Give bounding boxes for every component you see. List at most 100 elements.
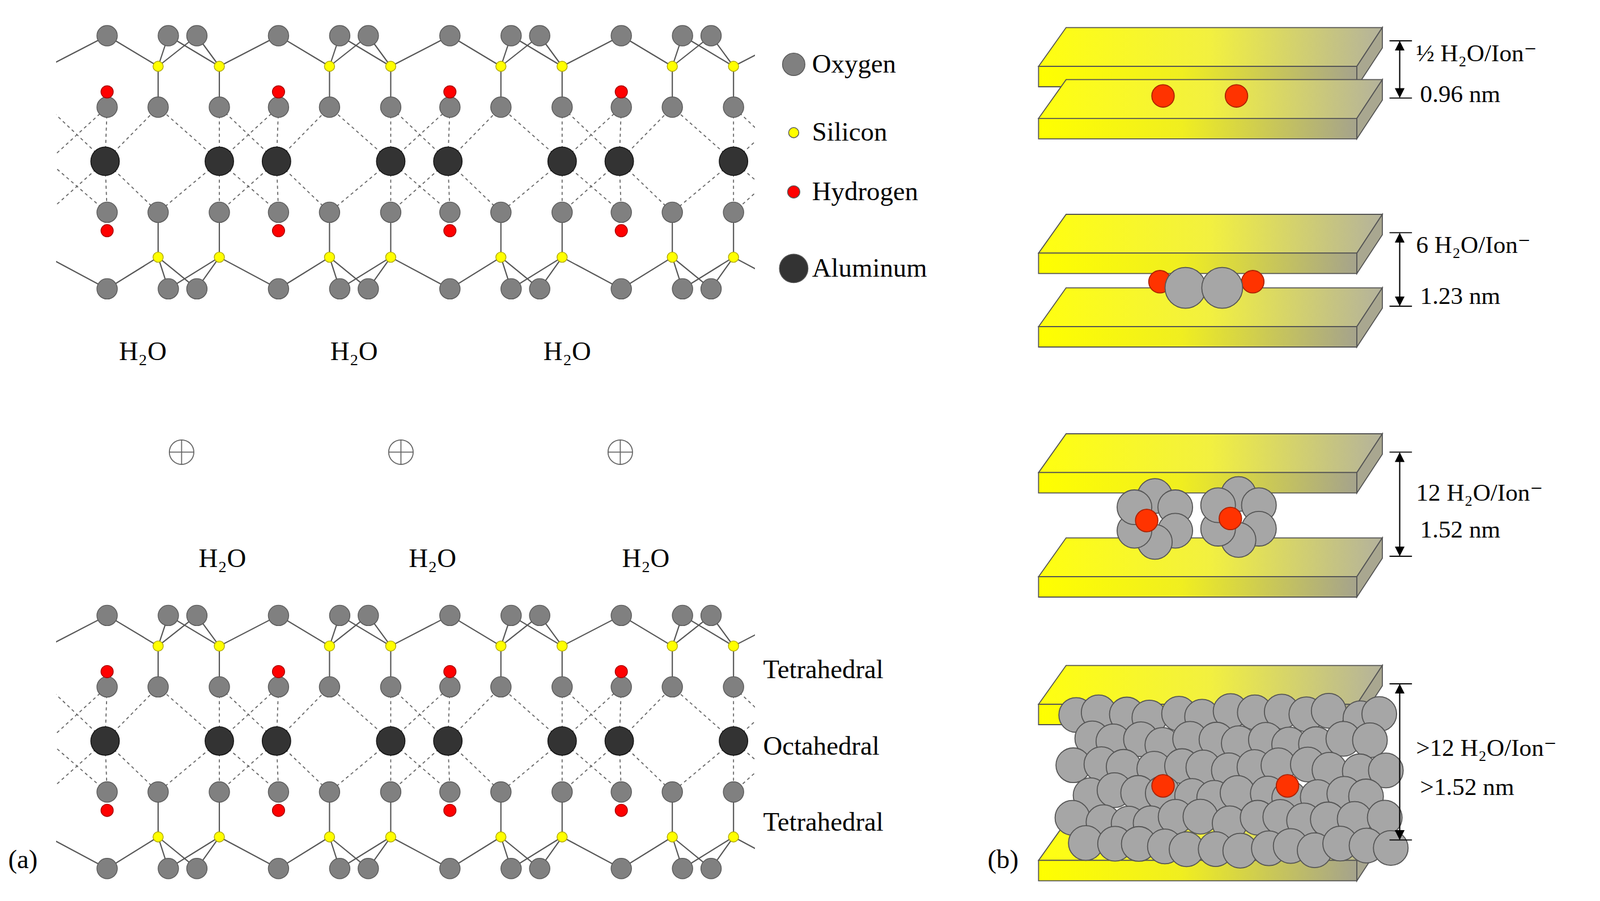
oxygen-atom	[147, 96, 169, 118]
aluminum-atom	[205, 146, 234, 176]
oxygen-atom	[723, 201, 744, 223]
oxygen-atom-t	[329, 858, 350, 879]
clay-plate	[1038, 27, 1383, 87]
water-label: H₂O	[408, 544, 457, 574]
hydrogen-atom	[443, 665, 457, 678]
dimension-arrow	[1389, 683, 1413, 840]
oxygen-atom	[552, 781, 573, 802]
oxygen-atom	[209, 781, 230, 802]
aluminum-atom	[433, 726, 462, 755]
water-label: H₂O	[543, 337, 592, 367]
silicon-atom	[324, 252, 335, 263]
oxygen-atom-t	[358, 278, 379, 299]
oxygen-atom-t	[268, 278, 289, 299]
silicon-atom	[728, 831, 739, 842]
oxygen-atom	[552, 96, 573, 118]
silicon-atom	[385, 252, 396, 263]
oxygen-atom-t	[439, 604, 461, 626]
oxygen-atom	[96, 201, 118, 223]
oxygen-atom-t	[672, 858, 693, 879]
oxygen-atom	[661, 781, 683, 802]
tot-layer	[0, 25, 965, 299]
aluminum-atom	[205, 726, 234, 755]
oxygen-atom	[661, 96, 683, 118]
cation	[1151, 84, 1175, 108]
cation	[1135, 508, 1158, 532]
oxygen-atom	[268, 676, 289, 697]
silicon-atom	[728, 640, 739, 651]
oxygen-atom	[552, 676, 573, 697]
oxygen-atom	[96, 781, 118, 802]
oxygen-atom	[439, 201, 461, 223]
oxygen-atom	[661, 201, 683, 223]
spacing-dimension: 0.96 nm	[1420, 80, 1501, 108]
oxygen-atom-t	[501, 278, 522, 299]
aluminum-atom	[262, 146, 291, 176]
silicon-atom	[153, 640, 164, 651]
oxygen-atom	[490, 676, 512, 697]
cation	[1241, 270, 1265, 294]
legend-swatch-box	[777, 175, 811, 209]
dimension-arrow	[1389, 232, 1413, 307]
oxygen-atom-t	[186, 278, 207, 299]
oxygen-atom-t	[529, 25, 550, 46]
oxygen-atom	[439, 781, 461, 802]
oxygen-atom	[610, 781, 632, 802]
sheet-label: Octahedral	[762, 732, 880, 762]
hydrogen-atom	[614, 665, 628, 678]
oxygen-atom	[209, 201, 230, 223]
legend-swatch-box	[777, 116, 811, 150]
oxygen-atom-t	[186, 604, 207, 626]
hydration-label: 12 H₂O/Ion⁻	[1415, 479, 1543, 507]
oxygen-atom-t	[610, 278, 632, 299]
silicon-atom	[557, 61, 568, 72]
hydration-label: 6 H₂O/Ion⁻	[1415, 231, 1531, 259]
aluminum-atom	[604, 146, 634, 176]
silicon-atom	[495, 252, 507, 263]
clay-plate	[1038, 214, 1383, 274]
oxygen-atom-t	[672, 604, 693, 626]
aluminum-atom	[90, 726, 120, 755]
legend-swatch	[787, 185, 801, 199]
hydrogen-atom	[100, 665, 114, 678]
water-label: H₂O	[119, 337, 167, 367]
hydrogen-atom	[272, 85, 286, 99]
oxygen-atom-t	[701, 278, 722, 299]
oxygen-atom	[610, 676, 632, 697]
oxygen-atom	[147, 781, 169, 802]
oxygen-atom-t	[529, 858, 550, 879]
oxygen-atom	[380, 201, 401, 223]
legend-text: Oxygen	[812, 49, 897, 79]
hydrogen-atom	[272, 803, 286, 817]
silicon-atom	[214, 252, 225, 263]
oxygen-atom-t	[268, 604, 289, 626]
hydrogen-atom	[443, 85, 457, 99]
oxygen-atom-t	[329, 604, 350, 626]
aluminum-atom	[376, 726, 405, 755]
cation-symbol	[608, 439, 633, 465]
cation	[1225, 84, 1249, 108]
oxygen-atom-t	[610, 604, 632, 626]
water-molecule	[1201, 267, 1243, 309]
oxygen-atom-t	[610, 25, 632, 46]
oxygen-atom	[661, 676, 683, 697]
aluminum-atom	[548, 146, 577, 176]
dimension-arrow	[1389, 40, 1413, 99]
spacing-dimension: 1.23 nm	[1420, 282, 1501, 310]
oxygen-atom-t	[268, 858, 289, 879]
oxygen-atom-t	[501, 858, 522, 879]
legend-entry: Silicon	[777, 116, 888, 150]
oxygen-atom	[723, 96, 744, 118]
legend-text: Aluminum	[812, 253, 928, 283]
aluminum-atom	[90, 146, 120, 176]
legend-entry: Aluminum	[777, 252, 928, 286]
hydrogen-atom	[614, 85, 628, 99]
oxygen-atom	[268, 201, 289, 223]
oxygen-atom-t	[439, 278, 461, 299]
aluminum-atom	[433, 146, 462, 176]
oxygen-atom	[319, 96, 340, 118]
cation	[1276, 774, 1300, 797]
oxygen-atom-t	[96, 278, 118, 299]
oxygen-atom	[268, 781, 289, 802]
